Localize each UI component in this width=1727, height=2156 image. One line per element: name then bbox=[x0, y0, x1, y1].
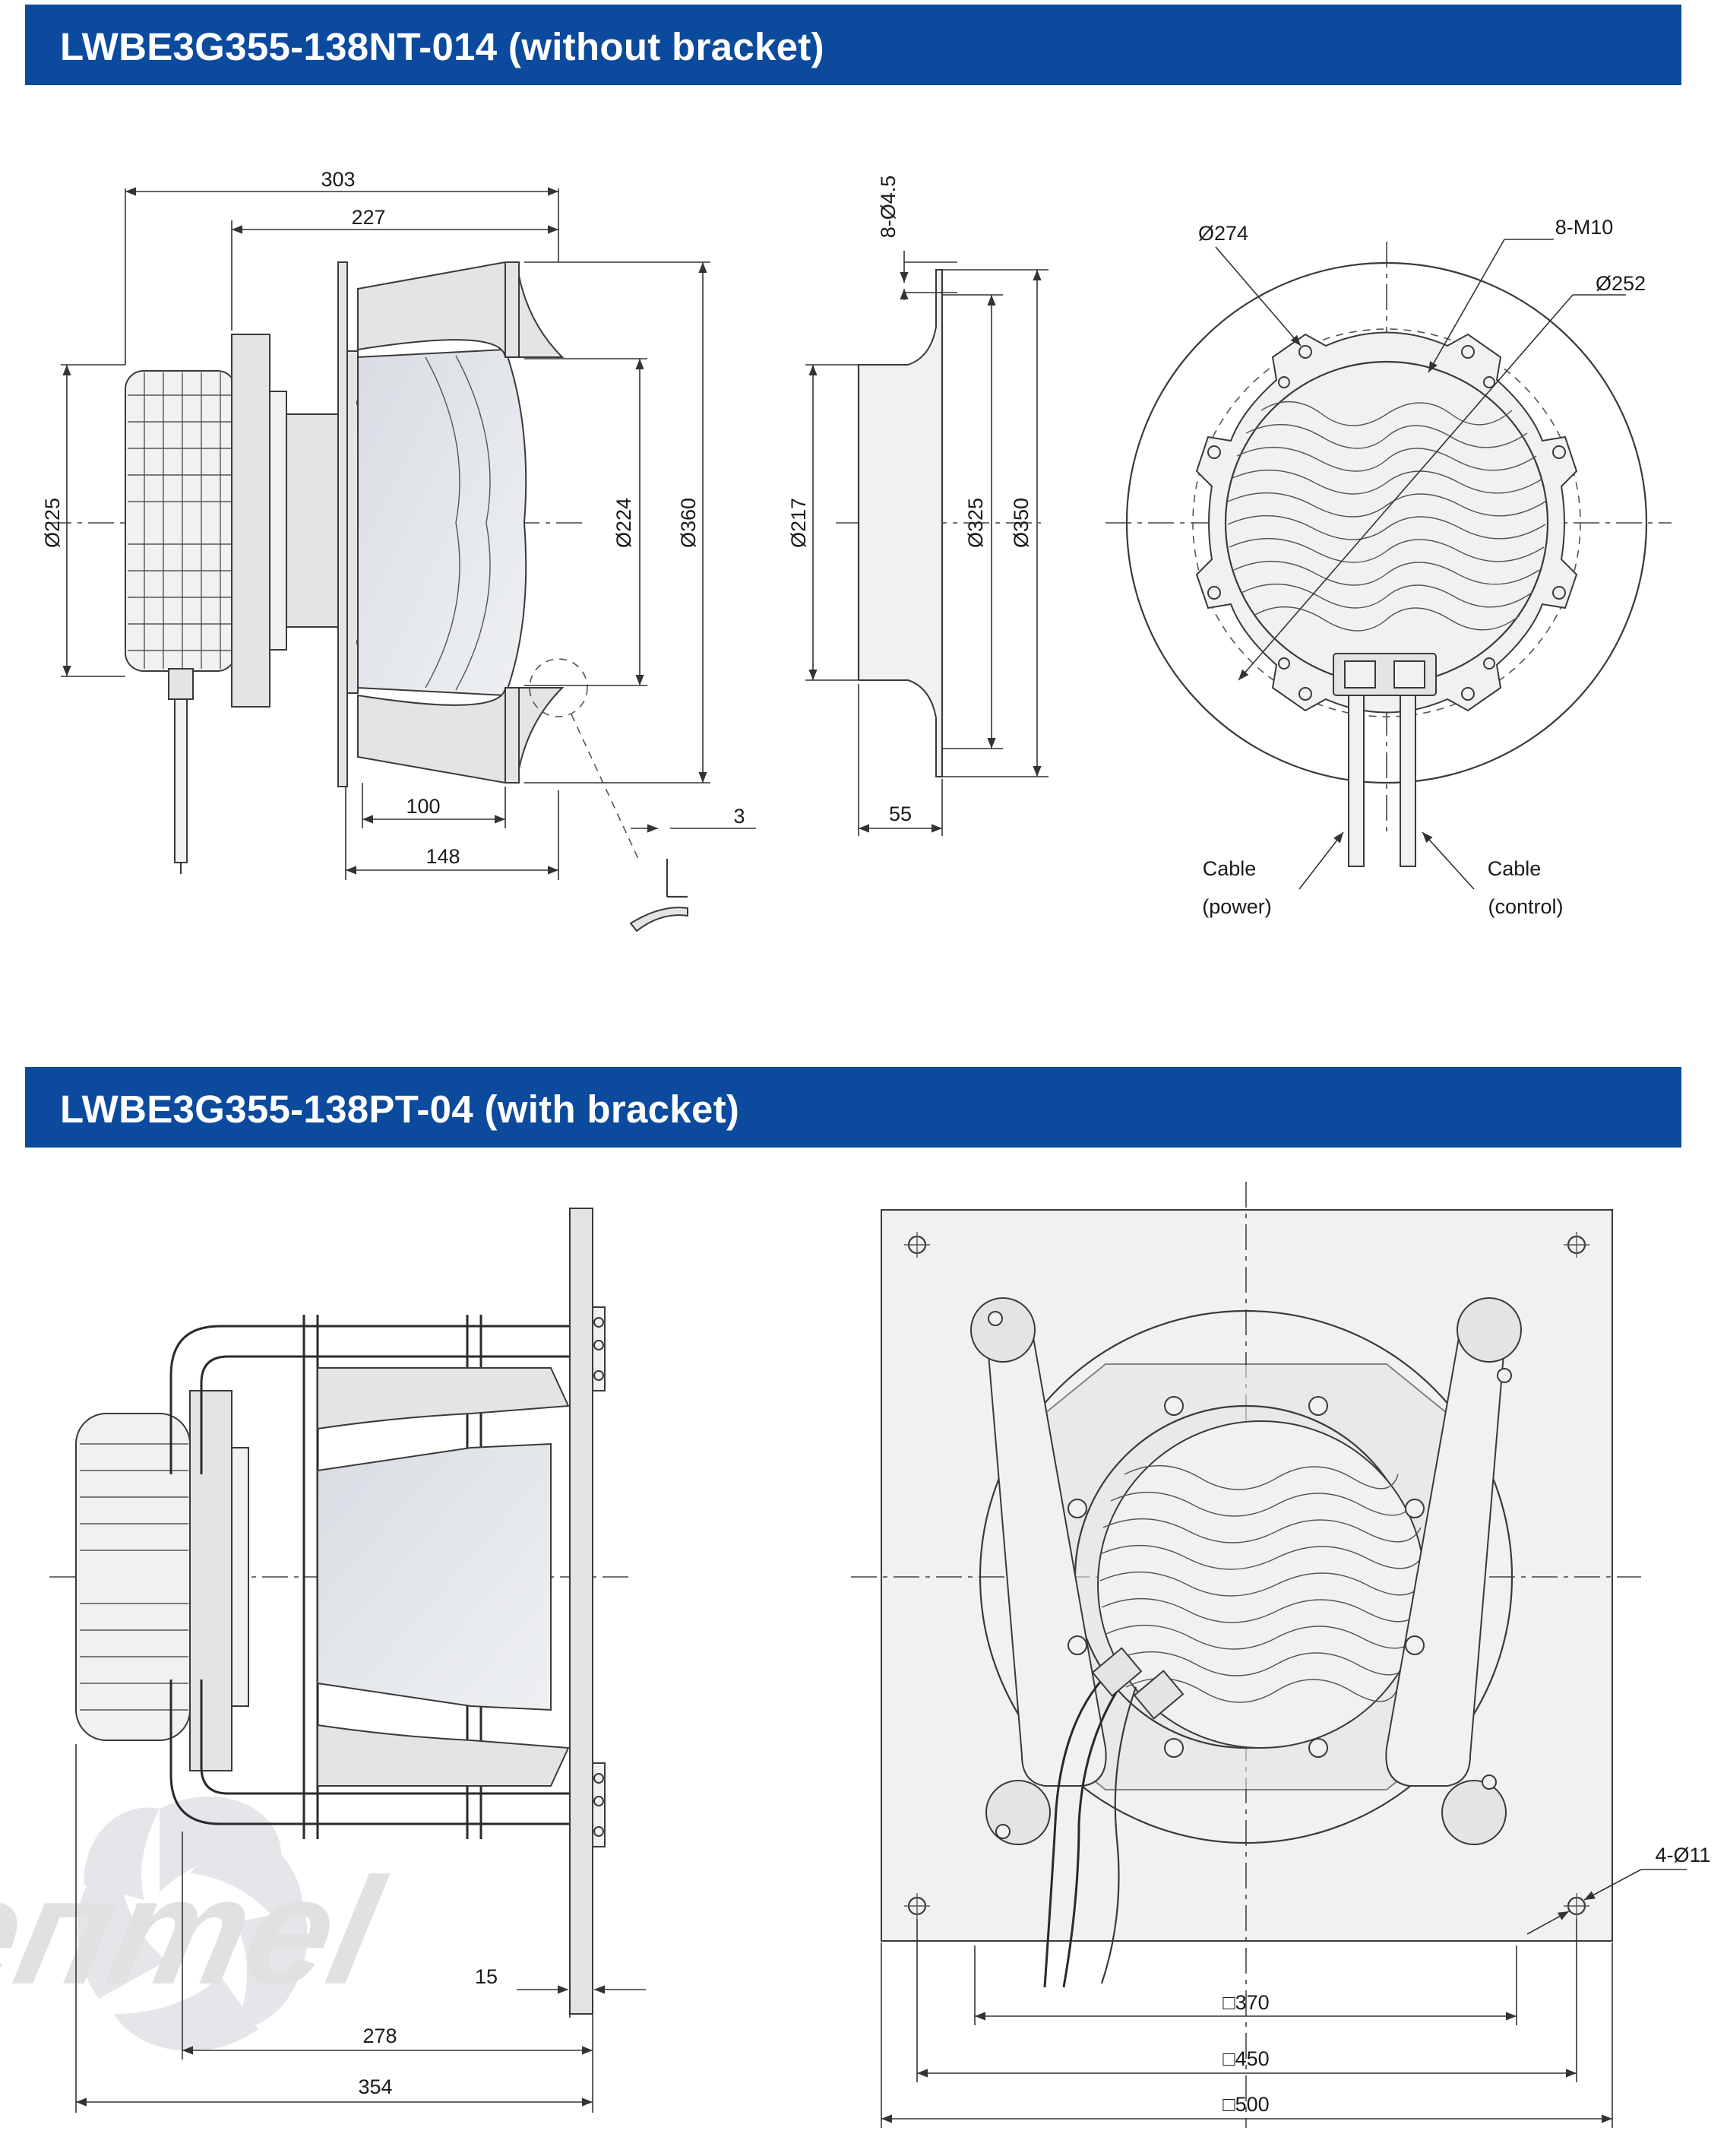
cable-gland bbox=[168, 668, 194, 700]
svg-text:□450: □450 bbox=[1223, 2047, 1269, 2070]
svg-text:Ø217: Ø217 bbox=[787, 498, 810, 548]
svg-text:Cable: Cable bbox=[1488, 857, 1542, 880]
svg-text:Ø252: Ø252 bbox=[1596, 272, 1646, 295]
fan-logo-icon bbox=[77, 1796, 308, 2051]
control-cable-rear bbox=[1400, 695, 1416, 867]
svg-text:Ø360: Ø360 bbox=[677, 498, 700, 548]
dimension-sq-500: □500 bbox=[881, 1942, 1613, 2128]
svg-text:(control): (control) bbox=[1488, 895, 1563, 918]
fan-housing bbox=[979, 1309, 1513, 1844]
svg-text:Ø225: Ø225 bbox=[41, 498, 64, 548]
dimension-dia-252: Ø252 bbox=[1238, 272, 1646, 681]
dimension-100: 100 bbox=[362, 783, 506, 828]
svg-text:8-Ø4.5: 8-Ø4.5 bbox=[877, 176, 900, 239]
power-cable bbox=[174, 698, 188, 863]
motor-flange bbox=[231, 334, 270, 708]
dimension-holes-4xd11: 4-Ø11 bbox=[1526, 1844, 1711, 1935]
svg-text:303: 303 bbox=[321, 168, 355, 191]
svg-text:Ø350: Ø350 bbox=[1010, 498, 1033, 548]
mounting-holes-m10 bbox=[1207, 345, 1566, 701]
svg-text:Ø325: Ø325 bbox=[964, 498, 987, 548]
section-header-with-bracket: LWBE3G355-138PT-04 (with bracket) bbox=[25, 1067, 1681, 1148]
svg-text:4-Ø11: 4-Ø11 bbox=[1655, 1844, 1710, 1866]
dimension-15: 15 bbox=[475, 1965, 646, 2018]
svg-text:354: 354 bbox=[358, 2075, 392, 2098]
nozzle-profile bbox=[859, 269, 943, 777]
impeller-shroud bbox=[357, 261, 565, 358]
section-header-without-bracket: LWBE3G355-138NT-014 (without bracket) bbox=[25, 5, 1681, 85]
dimension-278: 278 bbox=[182, 1831, 593, 2059]
dimension-dia-325: Ø325 bbox=[942, 294, 1003, 749]
dimension-303: 303 bbox=[125, 168, 559, 365]
side-view-with-bracket: 15 278 354 bbox=[49, 1208, 646, 2113]
svg-text:55: 55 bbox=[889, 803, 912, 825]
motor-flange-rear bbox=[1195, 331, 1578, 714]
dimension-dia-274: Ø274 bbox=[1198, 222, 1302, 347]
svg-text:100: 100 bbox=[406, 795, 440, 818]
dimension-148: 148 bbox=[345, 787, 559, 880]
dimension-354: 354 bbox=[75, 1744, 593, 2113]
dimension-sq-370: □370 bbox=[974, 1945, 1517, 2025]
svg-text:Ø274: Ø274 bbox=[1198, 222, 1248, 245]
side-view-without-bracket: 303 227 Ø225 Ø224 Ø360 bbox=[41, 168, 756, 932]
dimension-dia-225: Ø225 bbox=[41, 364, 125, 677]
detail-section bbox=[629, 907, 688, 932]
section-title: LWBE3G355-138PT-04 (with bracket) bbox=[60, 1087, 740, 1131]
svg-text:3: 3 bbox=[733, 805, 745, 828]
dimension-dia-224: Ø224 bbox=[524, 358, 647, 686]
dimension-holes-8xd4-5: 8-Ø4.5 bbox=[877, 176, 957, 300]
svg-text:227: 227 bbox=[351, 206, 385, 229]
svg-text:148: 148 bbox=[425, 845, 460, 868]
rear-view-with-bracket: □370 □450 □500 4-Ø11 bbox=[851, 1182, 1711, 2128]
cooling-fins-rear bbox=[1227, 401, 1546, 632]
svg-text:□370: □370 bbox=[1223, 1991, 1269, 2014]
impeller-outline bbox=[1125, 261, 1648, 784]
watermark-text: Veптel bbox=[0, 1846, 396, 2015]
dimension-55: 55 bbox=[858, 684, 943, 836]
motor-body bbox=[75, 1413, 191, 1741]
inlet-mounting-holes bbox=[1068, 1396, 1425, 1758]
bracket-feet bbox=[970, 1297, 1522, 1845]
label-cable-control: Cable (control) bbox=[1422, 831, 1564, 918]
impeller bbox=[357, 348, 527, 697]
svg-text:(power): (power) bbox=[1202, 895, 1272, 918]
cables bbox=[1043, 1670, 1111, 1988]
mounting-plate bbox=[569, 1208, 593, 2015]
dimension-227: 227 bbox=[231, 206, 558, 331]
detail-circle bbox=[529, 658, 588, 717]
label-cable-power: Cable (power) bbox=[1202, 831, 1344, 918]
svg-text:Cable: Cable bbox=[1203, 857, 1257, 880]
svg-text:8-M10: 8-M10 bbox=[1555, 216, 1614, 239]
section-title: LWBE3G355-138NT-014 (without bracket) bbox=[60, 25, 824, 68]
dimension-dia-350: Ø350 bbox=[942, 269, 1049, 777]
cooling-fins bbox=[128, 372, 232, 669]
bracket-frame bbox=[169, 1325, 570, 1474]
dimension-8xm10: 8-M10 bbox=[1428, 216, 1614, 373]
svg-text:278: 278 bbox=[362, 2025, 397, 2047]
svg-text:□500: □500 bbox=[1223, 2093, 1269, 2116]
backplate bbox=[337, 261, 348, 787]
dimension-dia-360: Ø360 bbox=[524, 261, 710, 784]
power-cable-rear bbox=[1348, 695, 1365, 867]
svg-text:15: 15 bbox=[475, 1965, 498, 1988]
rear-view-without-bracket: Ø274 8-M10 Ø252 Cable (power) Cable (con… bbox=[1105, 216, 1672, 918]
watermark: Veптel bbox=[0, 1796, 396, 2051]
dimension-dia-217: Ø217 bbox=[787, 364, 859, 681]
dimension-sq-450: □450 bbox=[916, 1919, 1577, 2082]
impeller bbox=[317, 1442, 552, 1711]
corner-holes bbox=[904, 1232, 1589, 1919]
motor-body bbox=[125, 370, 236, 672]
cooling-fins-rear bbox=[1099, 1464, 1425, 1703]
svg-text:Ø224: Ø224 bbox=[612, 498, 635, 548]
dimension-3: 3 bbox=[631, 805, 756, 833]
inlet-nozzle-section: 8-Ø4.5 Ø217 Ø325 Ø350 55 bbox=[787, 176, 1049, 836]
